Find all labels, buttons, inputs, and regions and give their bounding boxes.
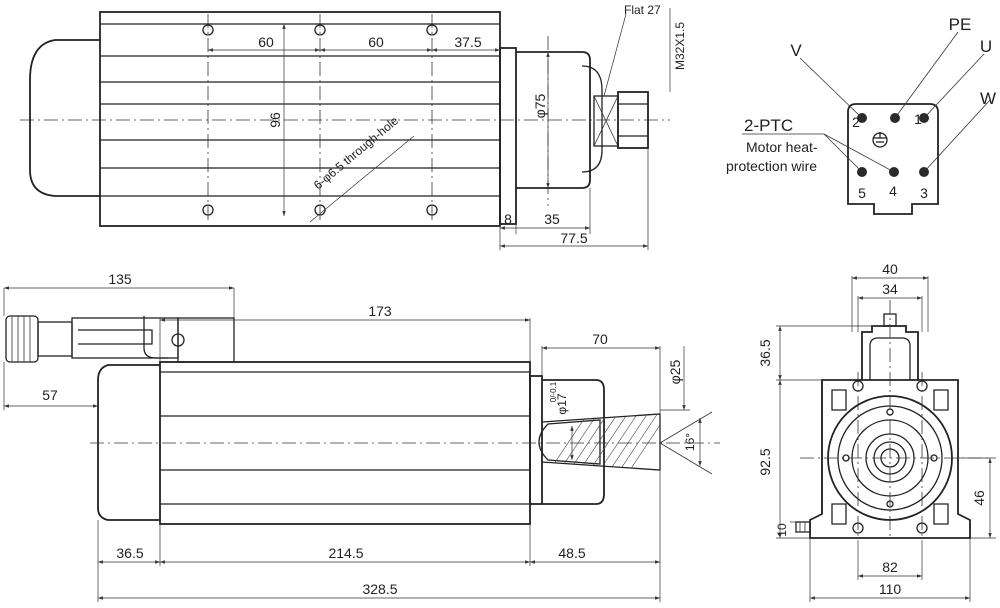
- dim-top-w: 40: [882, 261, 898, 277]
- dim-front-len: 77.5: [560, 230, 587, 246]
- dim-foot-h: 10: [775, 523, 789, 537]
- thread-label: M32X1.5: [673, 22, 687, 70]
- wire-label-line2: protection wire: [726, 158, 817, 174]
- dim-taper: 16°: [683, 433, 697, 451]
- pin-label-3: 3: [920, 185, 928, 201]
- pe-label: PE: [949, 15, 972, 34]
- dim-height-96: 96: [267, 112, 283, 128]
- through-hole-note: 6-φ6.5 through-hole: [311, 113, 401, 192]
- dim-shaft-dia: φ25: [667, 359, 683, 384]
- pin-label-5: 5: [858, 185, 866, 201]
- dim-bore: φ17: [555, 393, 569, 414]
- phase-u-label: U: [980, 37, 992, 56]
- dim-plug-h: 36.5: [757, 339, 773, 366]
- phase-v-label: V: [790, 41, 802, 60]
- top-view: 60 60 37.5 96 6-φ6.5 through-hole φ75 8 …: [20, 3, 687, 250]
- connector-view: 2 1 5 4 3 V PE U W 2-PTC Motor heat- pro…: [726, 15, 996, 215]
- dim-plug-drop: 57: [42, 387, 58, 403]
- front-view: 40 34 36.5 92.5 10 46 82 110: [757, 261, 996, 602]
- dim-width: 110: [879, 581, 902, 597]
- pin-label-2: 2: [852, 114, 860, 130]
- dim-hole-pitch-2: 60: [368, 34, 384, 50]
- dim-nose-len: 35: [544, 211, 560, 227]
- dim-rear-len: 36.5: [116, 545, 143, 561]
- pin-label-1: 1: [914, 111, 922, 127]
- dim-hole-pitch: 82: [882, 559, 898, 575]
- dim-mid-len: 214.5: [328, 545, 363, 561]
- dim-body-len: 173: [368, 303, 392, 319]
- dim-front-len-48: 48.5: [558, 545, 585, 561]
- dim-flange-offset: 8: [504, 211, 512, 227]
- dim-nose-len-70: 70: [592, 331, 608, 347]
- phase-w-label: W: [980, 89, 996, 108]
- dim-total-len: 328.5: [362, 581, 397, 597]
- flat-label: Flat 27: [624, 3, 661, 17]
- pin-label-4: 4: [889, 183, 897, 199]
- dim-hole-offset: 37.5: [454, 34, 481, 50]
- dim-inner-w: 34: [882, 281, 898, 297]
- dim-hole-pitch-1: 60: [258, 34, 274, 50]
- dim-flange-dia: φ75: [532, 93, 548, 118]
- dim-axis-h: 92.5: [757, 448, 773, 475]
- side-view: 16° φ25 φ17 0/-0.1 70 135 173 57: [3, 271, 720, 602]
- dim-base-h: 46: [971, 490, 987, 506]
- dim-plug-len: 135: [108, 271, 132, 287]
- ptc-label: 2-PTC: [744, 116, 793, 135]
- dim-bore-tol: 0/-0.1: [549, 381, 558, 402]
- wire-label-line1: Motor heat-: [746, 139, 818, 155]
